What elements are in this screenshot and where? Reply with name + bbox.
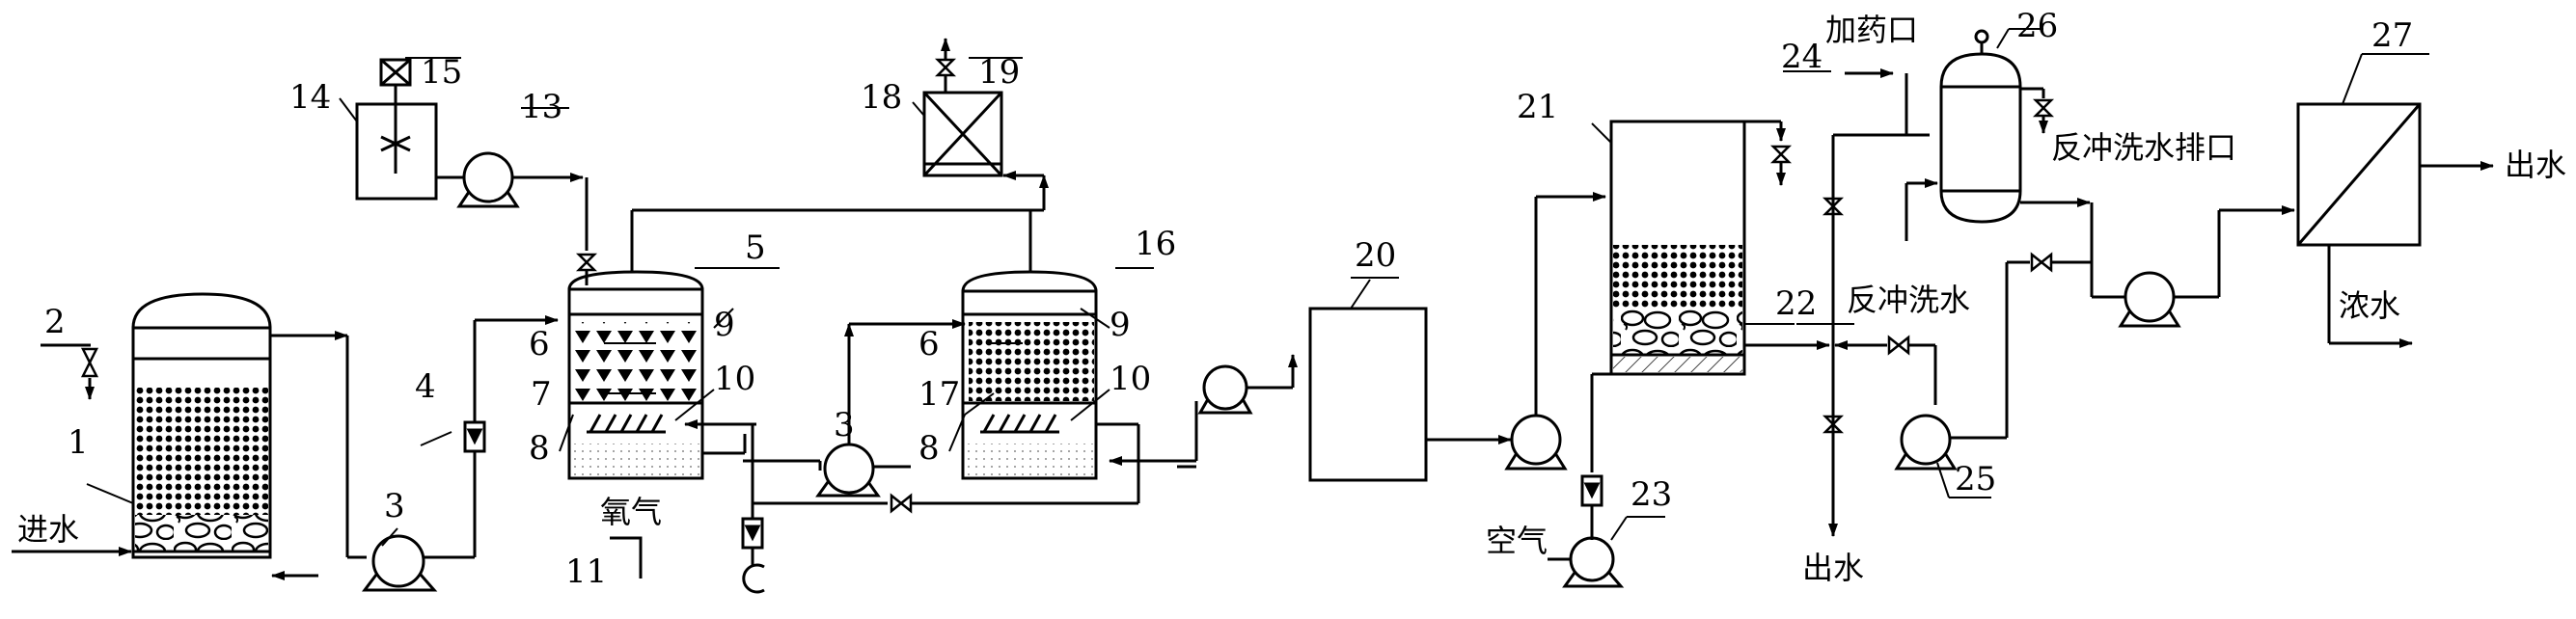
label-9-b: 9 [1110,306,1131,344]
label-17: 17 [918,375,960,414]
label-dosing-port: 加药口 [1825,12,1918,48]
label-concentrate: 浓水 [2339,287,2400,324]
label-15: 15 [421,53,462,92]
label-8-b: 8 [918,429,940,468]
valve-24 [1769,145,1793,164]
label-outlet-water-right: 出水 [2505,147,2566,183]
label-7: 7 [531,375,552,414]
pump-23 [1562,536,1625,588]
valve-dosing [575,253,598,272]
label-26: 26 [2016,7,2058,45]
label-24: 24 [1781,38,1822,76]
label-backwash-water: 反冲洗水 [1847,282,1970,318]
valve-26-drain [2032,98,2055,118]
pump-to-21 [1504,414,1568,471]
label-backwash-drain: 反冲洗水排口 [2051,129,2236,166]
label-6-a: 6 [529,325,550,363]
valve-backwash [1887,335,1910,356]
label-19: 19 [978,53,1020,92]
pump-13 [456,151,520,208]
label-21: 21 [1517,88,1558,126]
label-air: 空气 [1486,523,1548,559]
label-10-b: 10 [1110,360,1151,398]
label-inlet-water: 进水 [17,511,79,548]
label-5: 5 [745,229,766,267]
label-6-b: 6 [918,325,940,363]
label-outlet-water-mid: 出水 [1802,550,1864,586]
label-14: 14 [289,78,331,117]
unit-18 [922,91,1003,177]
label-25: 25 [1955,460,1996,498]
label-3-left: 3 [384,487,405,525]
valve-25 [2030,252,2053,273]
tank-20 [1308,307,1428,482]
reactor-5 [567,270,704,480]
valve-manifold-top [1822,197,1845,216]
label-10-a: 10 [714,360,755,398]
label-20: 20 [1355,236,1396,275]
reactor-1 [131,292,272,559]
label-11: 11 [565,552,607,591]
label-1: 1 [68,423,89,462]
pump-25 [1894,414,1958,471]
pump-3-left [362,534,438,592]
filter-21 [1609,120,1746,376]
vessel-26 [1939,52,2022,224]
pump-to-27 [2118,271,2181,328]
label-23: 23 [1631,475,1672,514]
label-8-a: 8 [529,429,550,468]
valve-recycle [890,493,913,514]
tank-14 [355,58,438,201]
label-9-a: 9 [714,306,735,344]
label-oxygen: 氧气 [600,494,662,530]
oxygen-source [742,563,765,594]
pump-3-middle [815,443,881,498]
membrane-27 [2296,102,2422,247]
valve-2 [80,347,99,378]
label-18: 18 [861,78,902,117]
label-4: 4 [415,367,436,406]
label-27: 27 [2371,16,2413,55]
label-13: 13 [521,88,562,126]
label-2: 2 [44,303,66,341]
valve-manifold-bottom [1822,415,1845,434]
label-16: 16 [1135,225,1176,263]
pump-to-20 [1197,364,1253,415]
label-22: 22 [1775,284,1817,323]
label-3-middle: 3 [834,406,855,444]
reactor-16 [961,270,1098,480]
valve-19 [934,58,957,77]
